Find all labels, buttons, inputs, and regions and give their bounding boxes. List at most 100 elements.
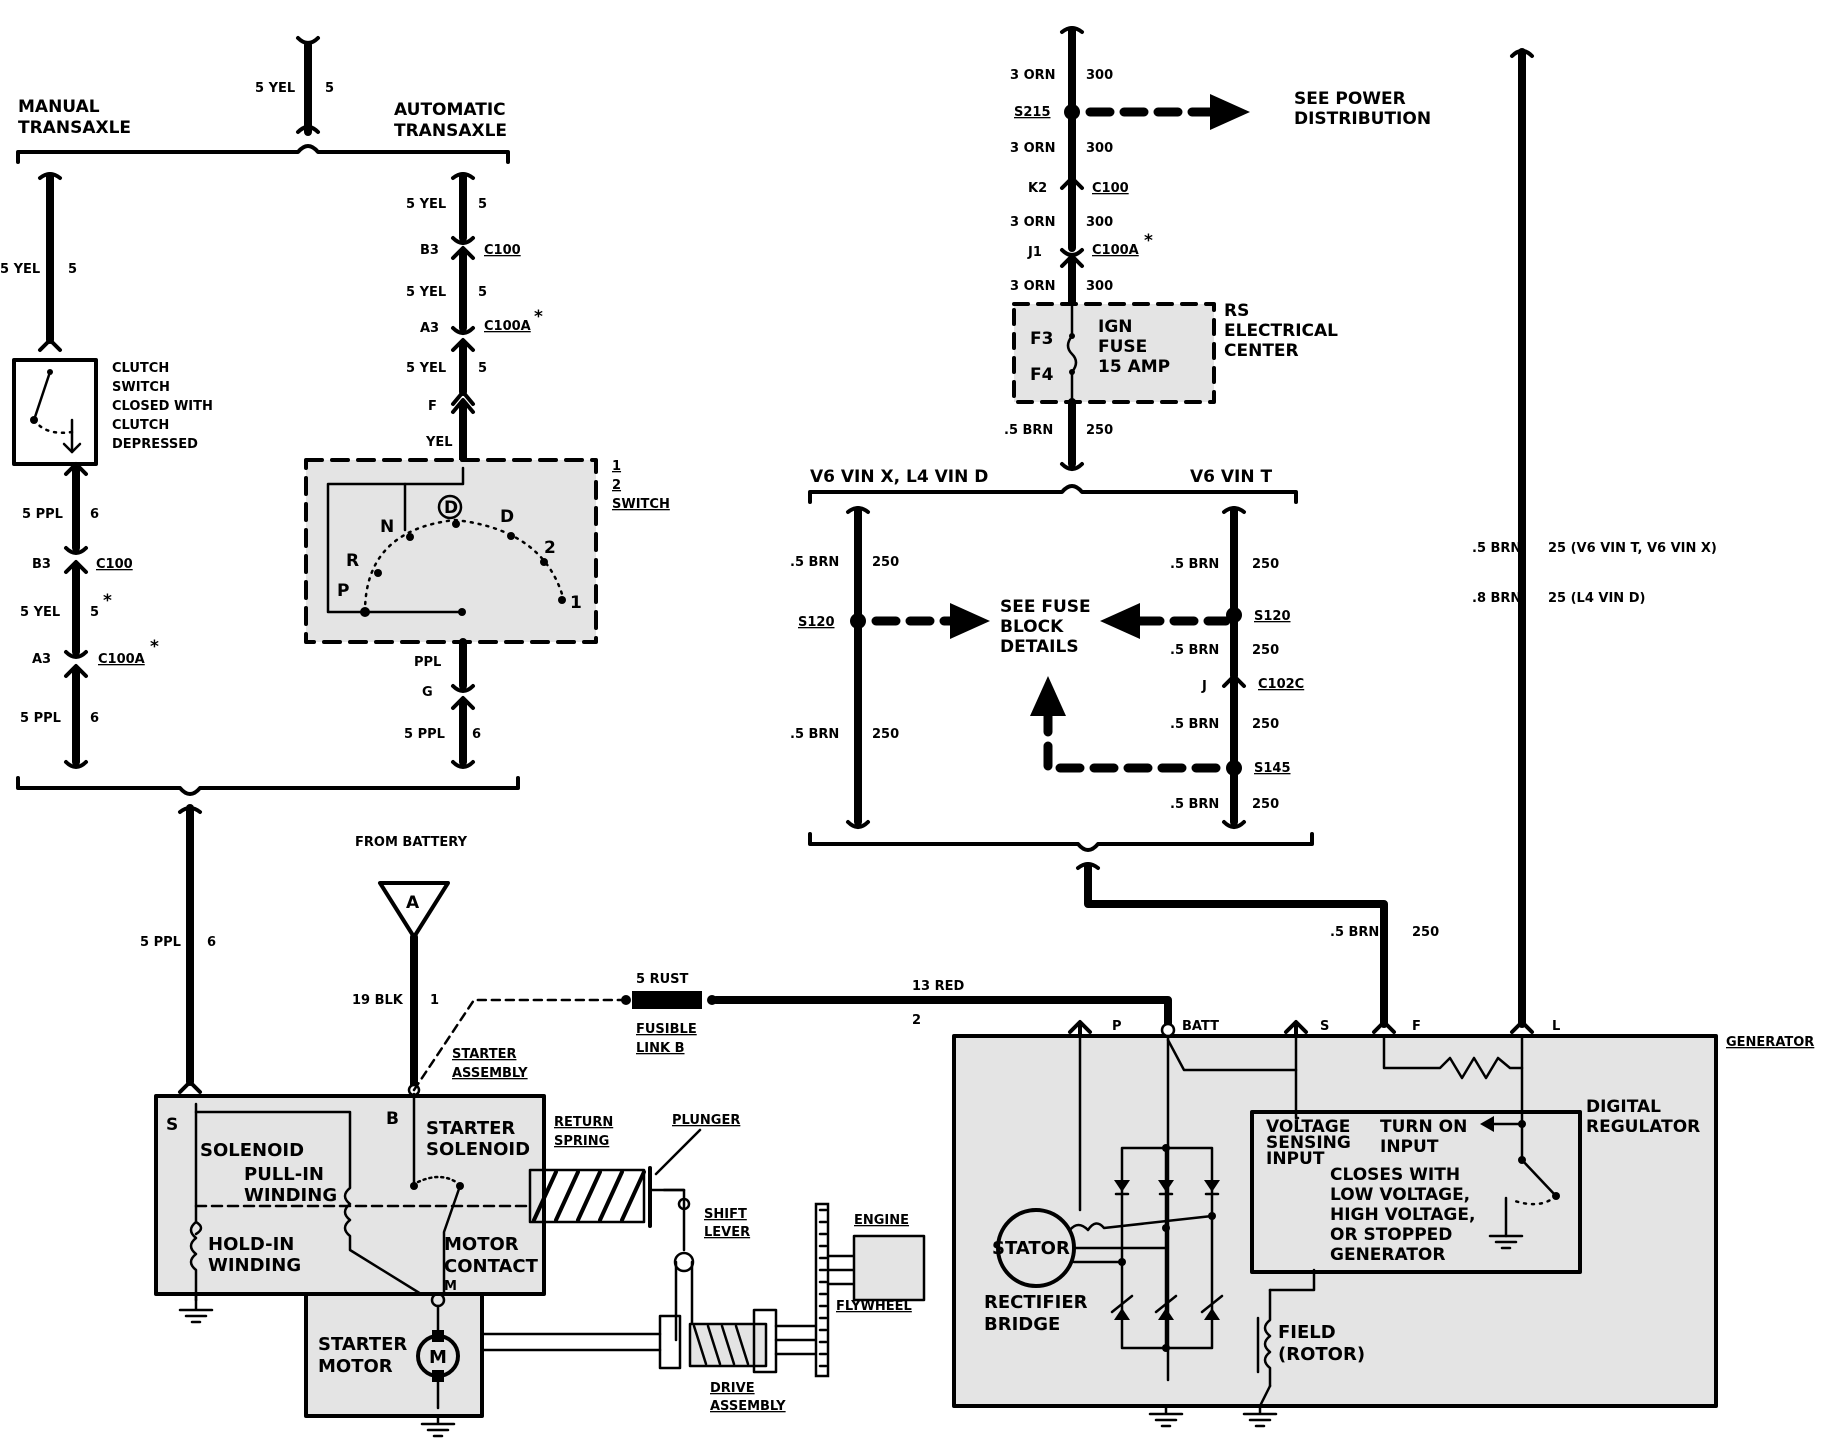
manual-transaxle-label: TRANSAXLE (18, 118, 131, 138)
v6-vin-x-label: V6 VIN X, L4 VIN D (810, 467, 988, 487)
wire-label: .5 BRN (790, 555, 839, 570)
ground-symbol (1148, 1404, 1184, 1428)
wire-label: .5 BRN (1330, 925, 1379, 940)
connector-pin: K2 (1028, 181, 1047, 196)
rs-electrical-center-label: ELECTRICAL (1224, 321, 1338, 341)
wire-label: YEL (425, 435, 453, 450)
circuit-label: 5 (325, 81, 334, 96)
voltage-sensing-label: INPUT (1266, 1149, 1325, 1169)
circuit-label: 6 (90, 507, 99, 522)
transaxle-split-bus (16, 144, 510, 164)
terminal-s: S (166, 1115, 178, 1135)
see-power-label: DISTRIBUTION (1294, 109, 1431, 129)
wire-label: 5 PPL (404, 727, 445, 742)
connector-pin: G (422, 685, 433, 700)
connector-pin: A3 (420, 321, 439, 336)
plunger-label: PLUNGER (672, 1113, 740, 1128)
circuit-label: 1 (430, 993, 439, 1008)
transaxle-position-switch: P R N D D 2 1 1 2 SWITCH (304, 458, 670, 644)
splice-label: S215 (1014, 105, 1051, 120)
starter-assembly-label: STARTER (452, 1047, 516, 1062)
motor-contact-label: MOTOR (444, 1234, 519, 1255)
terminal-p: P (1112, 1019, 1122, 1034)
star-note: * (103, 591, 112, 611)
circuit-label: 250 (1252, 797, 1279, 812)
starter-motor: STARTER MOTOR M (304, 1292, 484, 1418)
rectifier-bridge-label: RECTIFIER (984, 1292, 1088, 1313)
wire-label: PPL (414, 655, 441, 670)
automatic-branch-lower: PPL G 5 PPL 6 (404, 638, 481, 769)
circuit-label: 250 (1252, 717, 1279, 732)
circuit-label: 5 (478, 361, 487, 376)
rectifier-bridge-label: BRIDGE (984, 1314, 1060, 1335)
pull-in-winding-label: PULL-IN (244, 1164, 324, 1185)
gear-n: N (380, 517, 394, 537)
wire-label: 5 YEL (406, 197, 446, 212)
circuit-label: 6 (90, 711, 99, 726)
tps-label: 1 (612, 459, 621, 474)
ign-fuse-label: IGN (1098, 317, 1133, 337)
automatic-transaxle-label: TRANSAXLE (394, 121, 507, 141)
flywheel: ENGINE FLYWHEEL (814, 1202, 926, 1378)
ignition-feed: 3 ORN 300 S215 3 ORN 300 K2 C100 3 ORN 3… (1010, 26, 1153, 308)
starter-solenoid-label: STARTER (426, 1118, 515, 1139)
see-fuse-label: BLOCK (1000, 617, 1064, 637)
wire-label: 13 RED (912, 979, 965, 994)
shift-lever-label: LEVER (704, 1225, 750, 1240)
circuit-label: 300 (1086, 141, 1113, 156)
circuit-label: 5 (478, 285, 487, 300)
closes-with-label: OR STOPPED (1330, 1225, 1452, 1245)
clutch-switch-label: CLUTCH (112, 418, 169, 433)
starter-motor-label: STARTER (318, 1334, 407, 1355)
circuit-label: 5 (90, 605, 99, 620)
fuse-f3: F3 (1030, 329, 1053, 349)
fuse-split-bus (808, 484, 1298, 504)
from-battery-label: FROM BATTERY (355, 835, 468, 850)
wire-label: 5 YEL (406, 285, 446, 300)
return-spring-label: RETURN (554, 1115, 613, 1130)
gear-2: 2 (544, 538, 556, 558)
return-spring (528, 1166, 652, 1228)
circuit-label: 250 (1252, 557, 1279, 572)
ground-symbol (1242, 1404, 1278, 1428)
rs-electrical-center-label: CENTER (1224, 341, 1299, 361)
gear-r: R (346, 551, 359, 571)
generator: GENERATOR P BATT S F L STATOR RECTI (952, 1019, 1814, 1408)
ground-symbol (420, 1414, 456, 1438)
connector-pin: B3 (420, 243, 439, 258)
circuit-label: 250 (1412, 925, 1439, 940)
generator-label: GENERATOR (1726, 1035, 1814, 1050)
clutch-switch-label: DEPRESSED (112, 437, 198, 452)
wire-label: .5 BRN (1472, 541, 1521, 556)
star-note: * (1144, 231, 1153, 251)
wire-label: 5 YEL (0, 262, 40, 277)
fusible-link-b: 5 RUST FUSIBLE LINK B (621, 972, 717, 1056)
wire-label: 5 YEL (255, 81, 295, 96)
wire-label: 19 BLK (352, 993, 404, 1008)
wire-label: 5 YEL (20, 605, 60, 620)
closes-with-label: CLOSES WITH (1330, 1165, 1460, 1185)
circuit-label: 5 (478, 197, 487, 212)
wire-label: .5 BRN (1004, 423, 1053, 438)
drive-assembly-label: DRIVE (710, 1381, 755, 1396)
splice-label: S120 (798, 615, 835, 630)
rs-electrical-center: F3 F4 IGN FUSE 15 AMP RS ELECTRICAL CENT… (1012, 301, 1338, 404)
hold-in-winding-label: HOLD-IN (208, 1234, 294, 1255)
terminal-batt: BATT (1182, 1019, 1219, 1034)
star-note: * (534, 307, 543, 327)
drive-assembly-label: ASSEMBLY (710, 1399, 786, 1414)
connector-label: C100 (484, 243, 521, 258)
wire-label: .5 BRN (1170, 717, 1219, 732)
shift-lever-label: SHIFT (704, 1207, 747, 1222)
circuit-label: 250 (1086, 423, 1113, 438)
circuit-label: 250 (872, 727, 899, 742)
connector-pin: J (1201, 679, 1207, 694)
wire-label: .5 BRN (1170, 797, 1219, 812)
turn-on-input-label: INPUT (1380, 1137, 1439, 1157)
closes-with-label: LOW VOLTAGE, (1330, 1185, 1470, 1205)
transaxle-join-bus (16, 776, 520, 796)
flywheel-label: FLYWHEEL (836, 1299, 912, 1314)
closes-with-label: HIGH VOLTAGE, (1330, 1205, 1475, 1225)
pull-in-winding-label: WINDING (244, 1185, 337, 1206)
